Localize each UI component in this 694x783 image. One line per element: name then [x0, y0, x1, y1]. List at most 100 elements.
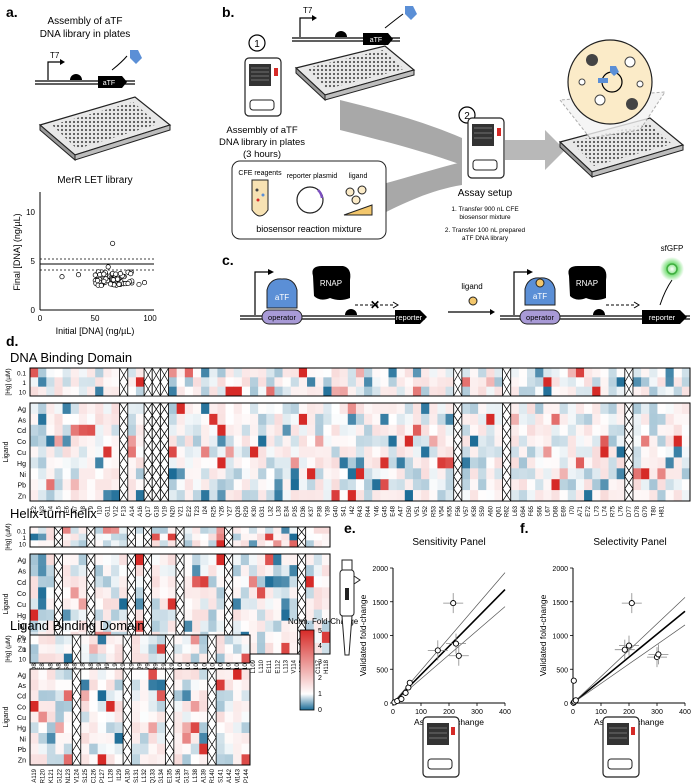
heat-cell	[396, 457, 406, 469]
heat-cell	[225, 435, 235, 447]
heat-cell	[233, 690, 242, 702]
heat-cell	[62, 527, 71, 534]
scatter-a-point	[59, 274, 65, 280]
colorbar-title: Norm. Fold-Change	[288, 617, 359, 626]
heat-cell	[119, 598, 128, 610]
heat-cell	[190, 635, 200, 645]
heat-cell	[94, 554, 104, 566]
hg-tick: 0.1	[17, 528, 26, 535]
heat-cell	[470, 490, 479, 502]
heat-cell	[241, 701, 251, 712]
heat-cell	[182, 701, 192, 712]
heat-cell	[470, 377, 479, 387]
heat-cell	[201, 403, 210, 415]
heat-cell	[250, 403, 259, 415]
data-point	[655, 651, 662, 658]
excluded-cross	[119, 476, 129, 489]
excluded-cross	[160, 402, 169, 416]
heat-cell	[119, 620, 128, 633]
heat-cell	[30, 644, 39, 654]
excluded-cross	[143, 578, 152, 592]
heat-cell	[199, 690, 208, 702]
heat-cell	[535, 377, 544, 387]
heat-cell	[470, 457, 479, 469]
residue-label: N20	[171, 505, 177, 517]
heat-cell	[461, 403, 471, 415]
heat-cell	[55, 635, 65, 645]
heat-cell	[567, 435, 577, 447]
heat-cell	[176, 413, 186, 426]
heat-cell	[632, 386, 642, 397]
residue-label: F56	[456, 505, 462, 516]
heat-cell	[282, 424, 292, 436]
excluded-cross	[160, 439, 169, 453]
heat-cell	[429, 490, 438, 502]
heat-cell	[649, 435, 658, 447]
heat-cell	[559, 490, 569, 502]
heat-cell	[103, 479, 112, 491]
heat-cell	[551, 377, 560, 387]
heat-cell	[445, 479, 455, 491]
heat-cell	[30, 743, 39, 755]
heat-cell	[494, 368, 503, 378]
heat-cell	[290, 368, 300, 378]
heat-cell	[199, 644, 208, 654]
heat-cell	[70, 468, 80, 480]
heat-cell	[258, 377, 267, 387]
excluded-cross	[143, 381, 153, 397]
heat-cell	[445, 424, 455, 436]
heat-cell	[307, 457, 316, 469]
heat-cell	[131, 653, 141, 664]
excluded-cross	[143, 566, 152, 580]
residue-label: T80	[651, 505, 657, 516]
heat-cell	[173, 669, 183, 680]
heat-cell	[248, 554, 258, 566]
heat-cell	[208, 554, 217, 566]
heat-cell	[404, 446, 414, 458]
heat-cell	[315, 403, 324, 415]
heat-cell	[148, 690, 158, 702]
heat-cell	[233, 701, 242, 712]
heat-cell	[70, 554, 79, 566]
heat-cell	[78, 554, 88, 566]
excluded-cross	[127, 591, 136, 605]
heat-cell	[600, 424, 609, 436]
heat-cell	[208, 527, 217, 534]
heat-cell	[140, 722, 149, 734]
excluded-cross	[453, 381, 463, 397]
heat-cell	[681, 386, 691, 397]
heat-cell	[494, 403, 503, 415]
scatter-a-point	[110, 240, 116, 246]
heat-cell	[89, 635, 98, 645]
heat-cell	[38, 479, 47, 491]
ligand-tick: Ag	[17, 406, 26, 413]
scatter-a-title: MerR LET library	[57, 175, 132, 186]
excluded-cross	[86, 616, 96, 630]
heat-cell	[46, 368, 55, 378]
heat-cell	[437, 403, 446, 415]
heat-cell	[559, 424, 569, 436]
heat-cell	[412, 446, 422, 458]
heat-cell	[323, 424, 332, 436]
residue-label: Q82	[32, 659, 38, 671]
heat-cell	[641, 377, 650, 387]
heat-cell	[224, 635, 234, 645]
residue-label: I24	[203, 505, 209, 514]
excluded-cross	[175, 536, 185, 548]
heat-cell	[412, 435, 422, 447]
heat-cell	[182, 653, 192, 664]
residue-label: L74	[602, 505, 608, 516]
heat-cell	[510, 446, 520, 458]
heat-cell	[241, 446, 251, 458]
heat-cell	[421, 479, 430, 491]
y-tick-label: 1500	[372, 600, 388, 607]
heat-cell	[38, 711, 48, 723]
heat-cell	[616, 479, 626, 491]
heat-cell	[429, 377, 438, 387]
excluded-cross	[297, 566, 306, 580]
residue-label: R97	[154, 659, 160, 671]
heat-cell	[46, 587, 55, 599]
heat-cell	[135, 576, 144, 588]
heat-cell	[216, 554, 225, 566]
heat-cell	[657, 490, 666, 502]
